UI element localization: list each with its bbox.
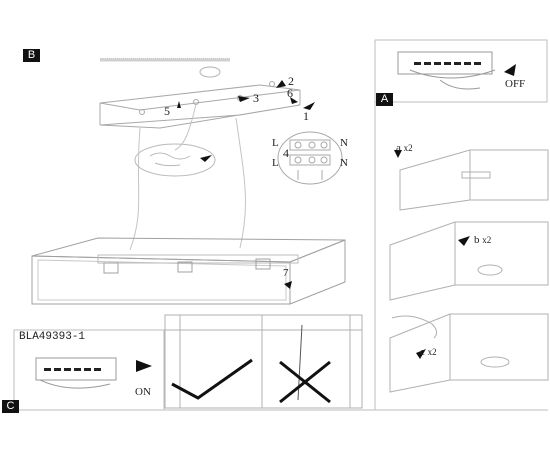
panel-a-tag: A (376, 93, 393, 106)
cross-icon (279, 360, 331, 404)
callout-step-1: 1 (303, 109, 309, 123)
arrow-on-icon (136, 360, 152, 372)
callout-step-3: 3 (253, 91, 259, 105)
callout-step-4: 4 (283, 146, 289, 160)
luminaire-frame (31, 237, 346, 305)
part-c-qty: x2 (427, 347, 437, 357)
model-code: BLA49393-1 (19, 331, 86, 343)
mounting-bracket (99, 81, 301, 129)
diffuser-step-c (389, 313, 549, 393)
wire-label-n-bottom: N (340, 157, 348, 169)
diffuser-step-b (389, 221, 549, 301)
wire-label-n-top: N (340, 137, 348, 149)
suspension-cables (129, 103, 246, 251)
part-c-letter: c (420, 346, 425, 358)
arrow-step-2-icon (276, 80, 286, 88)
wire-label-l-top: L (272, 137, 279, 149)
arrow-step-6-icon (290, 97, 298, 104)
arrow-step-3-icon (238, 96, 250, 102)
wrong-example-panel (261, 314, 363, 409)
part-b-qty: x2 (482, 235, 492, 245)
switch-diagram-off (397, 51, 496, 90)
callout-step-6: 6 (287, 86, 293, 100)
arrow-step-5-icon (177, 101, 181, 108)
arrow-step-1-icon (303, 102, 315, 110)
arrow-b-icon (458, 236, 470, 246)
checkmark-icon (171, 358, 253, 400)
switch-on-label: ON (135, 386, 151, 398)
panel-c-tag: C (2, 400, 19, 413)
callout-step-5: 5 (164, 104, 170, 118)
panel-a-frame (374, 39, 548, 103)
cable-detail-circle (134, 143, 216, 177)
diffuser-step-a (399, 149, 549, 211)
callout-step-7: 7 (283, 267, 289, 279)
switch-off-label: OFF (505, 78, 526, 90)
part-a-letter: a (396, 142, 401, 154)
arrow-c-icon (416, 349, 426, 359)
ceiling-strip (100, 58, 230, 63)
arrows (136, 64, 516, 372)
panel-b-tag: B (23, 49, 40, 62)
wire-label-l-bottom: L (272, 157, 279, 169)
arrow-step-7-icon (284, 281, 292, 289)
part-c-label: c x2 (420, 347, 437, 358)
panel-c-frame (13, 329, 165, 411)
part-a-label: a x2 (396, 143, 413, 154)
panel-frames (13, 39, 548, 411)
arrow-a-icon (394, 150, 402, 158)
callout-step-2: 2 (288, 74, 294, 88)
switch-diagram-on (35, 357, 117, 389)
part-b-letter: b (474, 234, 480, 246)
arrow-cable-icon (200, 155, 212, 162)
part-b-label: b x2 (474, 235, 491, 246)
switch-keys-off (414, 62, 481, 65)
switch-keys-on (44, 368, 101, 371)
terminal-detail-circle (277, 131, 343, 185)
ceiling-plate (100, 58, 230, 78)
part-a-qty: x2 (403, 143, 413, 153)
arrow-off-icon (504, 64, 516, 76)
